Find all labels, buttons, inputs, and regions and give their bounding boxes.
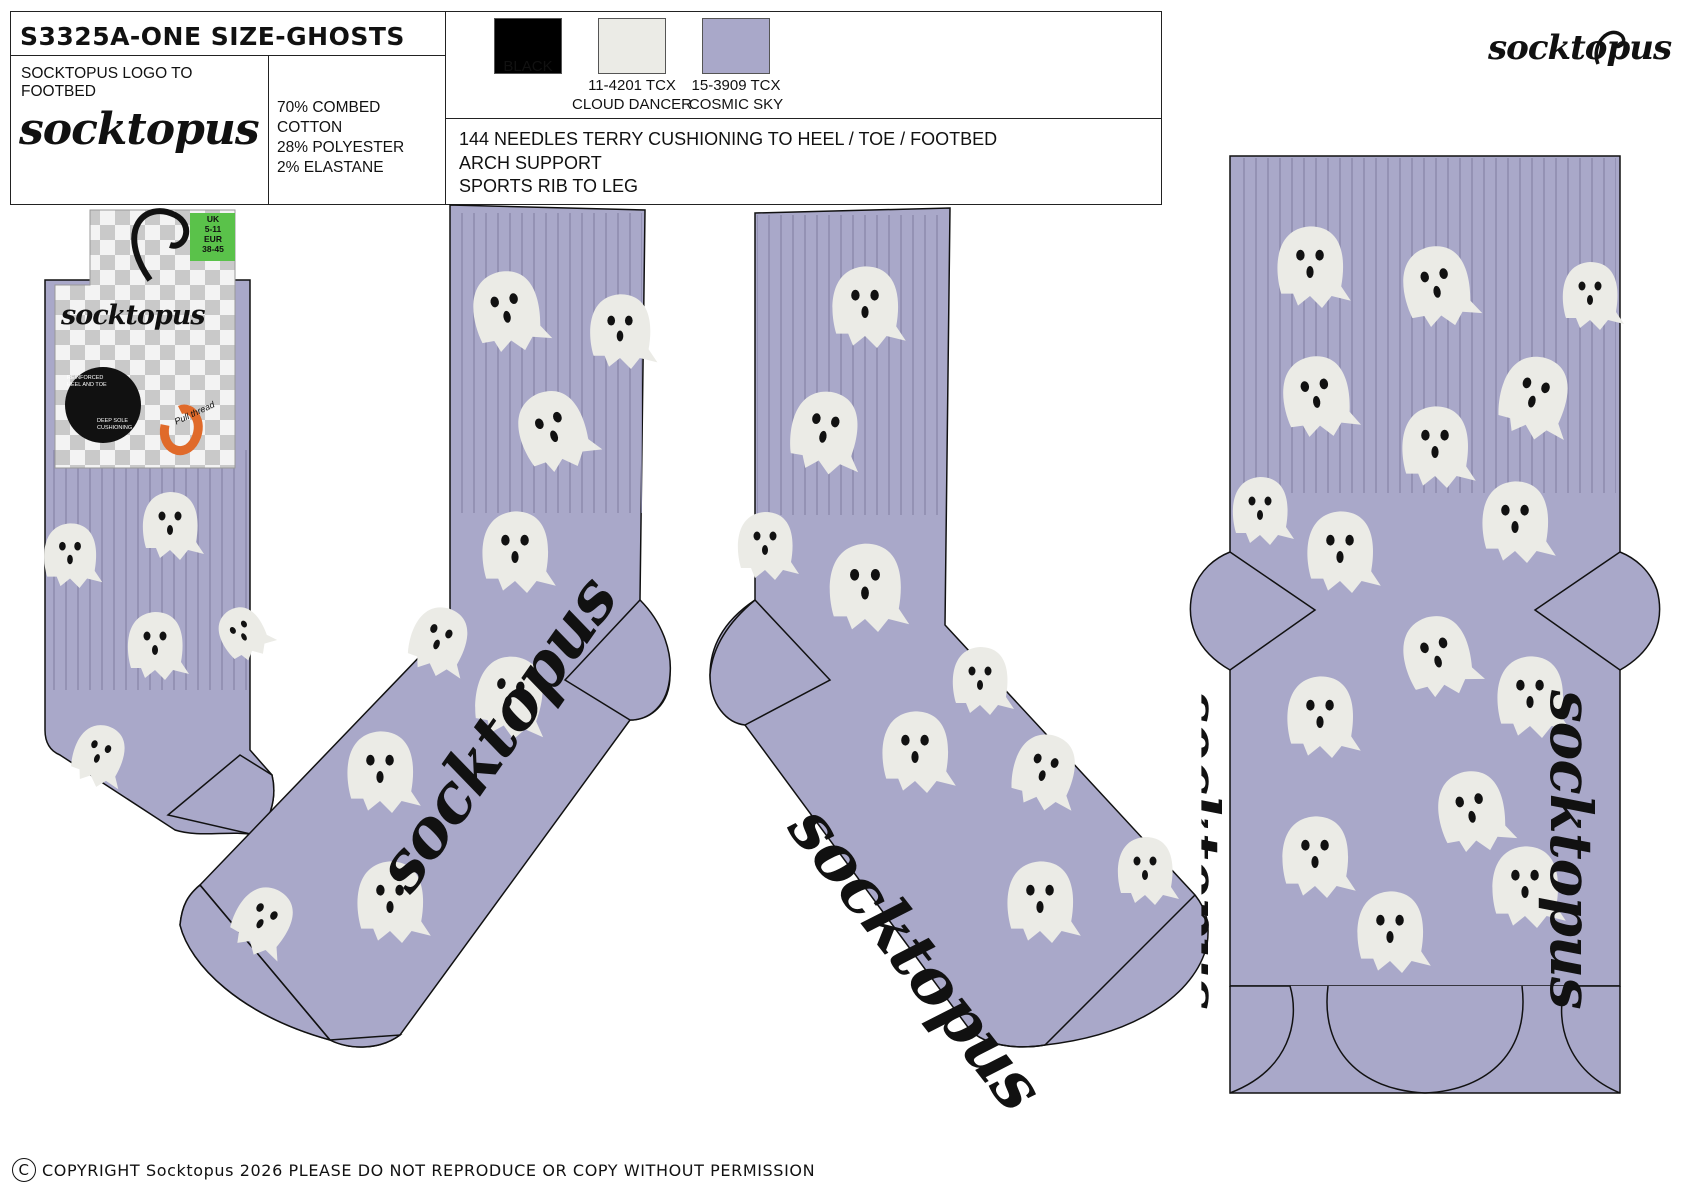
color-swatches: BLACK 11-4201 TCX CLOUD DANCER 15-3909 T… [446, 12, 1161, 119]
swatch-name: COSMIC SKY [688, 96, 784, 113]
material-line: 70% COMBED COTTON [277, 99, 381, 136]
construction-line: ARCH SUPPORT [459, 152, 602, 173]
copyright-icon: C [12, 1158, 36, 1182]
swatch-cloud-dancer [598, 18, 666, 74]
size-line: 5-11 [204, 224, 222, 234]
brand-logo: socktopus [1488, 28, 1672, 68]
right-sock-side-view [709, 207, 1209, 1048]
swatch-code: 15-3909 TCX [691, 77, 781, 94]
footbed-logo-preview: socktopus [19, 104, 260, 155]
construction-line: SPORTS RIB TO LEG [459, 176, 639, 196]
label-card: UK 5-11 EUR 38-45 socktopus REINFORCED H… [54, 208, 236, 469]
swatch-name: BLACK [503, 58, 553, 75]
materials: 70% COMBED COTTON 28% POLYESTER 2% ELAST… [269, 56, 446, 204]
sock-flat-spread-view [1189, 155, 1661, 1094]
size-line: EUR [204, 234, 222, 244]
material-line: 28% POLYESTER [277, 139, 405, 156]
logo-tentacle-icon [1594, 30, 1626, 65]
spread-footbed-logo-right: socktopus [1537, 690, 1605, 1009]
material-line: 2% ELASTANE [277, 159, 384, 176]
logo-cell: SOCKTOPUS LOGO TO FOOTBED socktopus [11, 56, 269, 204]
swatch-label-cloud-dancer: 11-4201 TCX CLOUD DANCER [562, 76, 702, 114]
swatch-black [494, 18, 562, 74]
size-line: 38-45 [202, 244, 224, 254]
construction-line: 144 NEEDLES TERRY CUSHIONING TO HEEL / T… [459, 129, 998, 149]
logo-note: SOCKTOPUS LOGO TO FOOTBED [21, 65, 193, 100]
swatch-code: 11-4201 TCX [588, 77, 676, 94]
copyright-text: COPYRIGHT Socktopus 2026 PLEASE DO NOT R… [42, 1160, 816, 1180]
left-sock-side-view [179, 204, 672, 1048]
copyright-notice: C COPYRIGHT Socktopus 2026 PLEASE DO NOT… [12, 1158, 815, 1182]
feature-text: REINFORCED HEEL AND TOE [67, 375, 107, 388]
construction-notes: 144 NEEDLES TERRY CUSHIONING TO HEEL / T… [446, 119, 1161, 204]
spec-table: S3325A-ONE SIZE-GHOSTS SOCKTOPUS LOGO TO… [10, 11, 1162, 205]
label-brand: socktopus [61, 300, 206, 331]
size-line: UK [206, 214, 220, 224]
label-card-art [54, 208, 236, 469]
size-badge: UK 5-11 EUR 38-45 [191, 214, 235, 254]
swatch-cosmic-sky [702, 18, 770, 74]
style-title: S3325A-ONE SIZE-GHOSTS [11, 12, 446, 56]
swatch-label-cosmic-sky: 15-3909 TCX COSMIC SKY [666, 76, 806, 114]
swatch-name: CLOUD DANCER [571, 96, 692, 113]
feature-text: DEEP SOLE CUSHIONING [97, 418, 133, 431]
